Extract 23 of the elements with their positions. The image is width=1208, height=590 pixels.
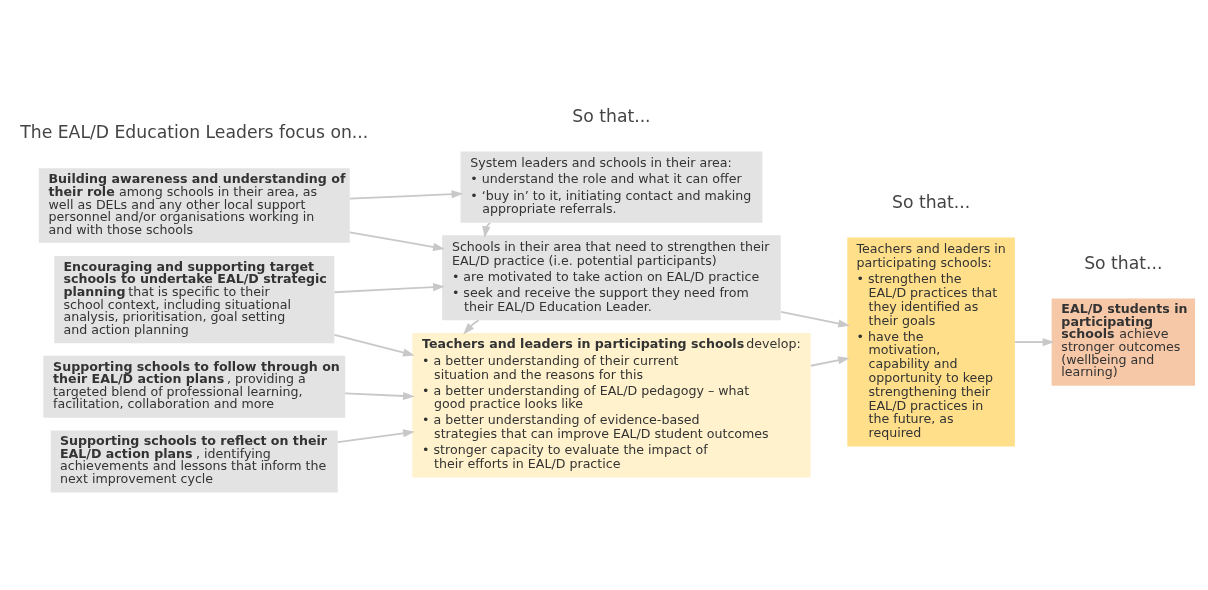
arrow — [809, 356, 850, 367]
node-box: Teachers and leaders in participating schools: • strengthen the EAL/D practices that they identified as their goals • have the motivation, capability and opportunity to keep strengthening their EAL/D practices in the future, as required — [847, 237, 1015, 447]
node-box: Supporting schools to follow through on their EAL/D action plans, providing a targeted blend of professional learning, facilitation, collaboration and more — [43, 355, 346, 418]
arrow — [344, 391, 415, 401]
arrow — [1014, 337, 1055, 347]
arrow — [780, 310, 850, 328]
arrow — [333, 283, 445, 294]
node-box: Building awareness and understanding of their role among schools in their area, as well as DELs and any other local support personnel and/or organisations working in and with those schools — [38, 168, 350, 243]
node-box: Schools in their area that need to strengthen their EAL/D practice (i.e. potential participants) • are motivated to take action on EAL/D practice • seek and receive the support they need from their EAL/D Education Leader. — [442, 235, 781, 321]
node-box: Teachers and leaders in participating schools develop: • a better understanding of their current situation and the reasons for this • a better understanding of EAL/D pedagogy – what good practice looks like • a better understanding of evidence-based strategies that can improve EAL/D student outcomes • stronger capacity to evaluate the impact of their efforts in EAL/D practice — [412, 332, 811, 478]
label: So that... — [891, 192, 971, 213]
arrow — [348, 231, 445, 251]
arrow — [333, 334, 415, 357]
label: So that... — [1084, 253, 1163, 274]
node-box: System leaders and schools in their area: • understand the role and what it can offer • ‘buy in’ to it, initiating contact and making appropriate referrals. — [460, 151, 763, 223]
arrow — [336, 429, 415, 444]
arrow — [482, 221, 492, 239]
label: So that... — [572, 106, 651, 127]
node-box: EAL/D students in participating schools achieve stronger outcomes (wellbeing and learning) — [1051, 298, 1196, 386]
arrow — [348, 190, 464, 200]
label: The EAL/D Education Leaders focus on... — [20, 122, 369, 143]
node-box: Encouraging and supporting target schools to undertake EAL/D strategic planning that is specific to their school context, including situational analysis, prioritisation, goal setting and action planning — [54, 256, 335, 344]
node-box: Supporting schools to reflect on their EAL/D action plans, identifying achievements and lessons that inform the next improvement cycle — [50, 430, 338, 493]
